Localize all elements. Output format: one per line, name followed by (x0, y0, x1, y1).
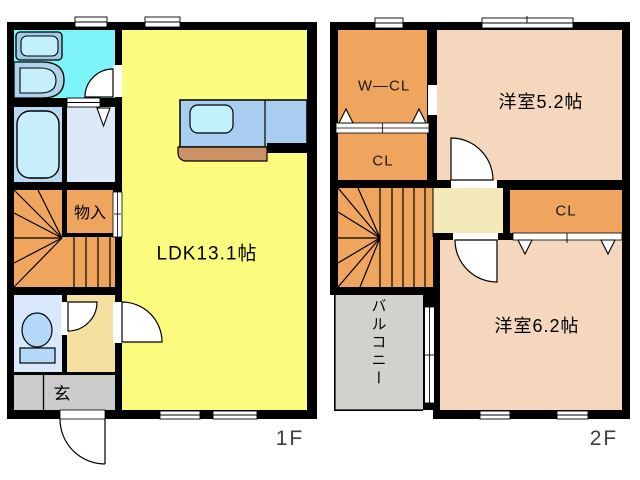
window-1f-top-right (144, 16, 181, 28)
wcl-label: W―CL (357, 77, 411, 95)
balcony-railing (334, 295, 423, 411)
cl-upper-label: CL (372, 152, 394, 170)
stairs-1f-treads (62, 237, 115, 287)
balcony-margin-left (330, 295, 334, 419)
floor-2f-label: 2F (589, 427, 619, 450)
window-wcl-top (374, 17, 404, 29)
storage-room (67, 190, 113, 233)
changing-door-mark (96, 107, 111, 128)
cl-lower-label: CL (555, 202, 577, 220)
storage-door (112, 191, 123, 238)
bedroom-6-2-label: 洋室6.2帖 (494, 316, 580, 336)
ldk-label: LDK13.1帖 (156, 243, 258, 265)
floor-1f-label: 1F (275, 427, 305, 450)
window-bedroom-5-2-top (481, 16, 574, 29)
wcl-opening (428, 85, 437, 115)
balcony-window (424, 306, 435, 404)
bedroom-5-2-label: 洋室5.2帖 (498, 92, 584, 112)
window-ldk-bottom-right (212, 410, 258, 420)
entrance-door (59, 409, 106, 465)
closet-lower (510, 190, 622, 233)
floor-2f (330, 16, 630, 420)
stairs-1f-lines (13, 189, 111, 288)
ldk-hall-door (113, 301, 163, 343)
window-ldk-bottom-left (159, 410, 201, 420)
balcony (334, 295, 423, 411)
window-1f-top-left (74, 16, 108, 28)
toilet-door (61, 301, 98, 335)
washbasin (15, 31, 63, 61)
vanity-unit (13, 61, 65, 99)
washroom-door (84, 65, 122, 98)
wcl-closet-doors (335, 107, 430, 134)
counter-wall-stub (267, 143, 307, 153)
entrance-label: 玄 (53, 384, 71, 404)
bathtub (16, 110, 60, 179)
balcony-margin-bottom (334, 411, 423, 420)
window-bedroom-6-2-bottom-left (479, 410, 511, 420)
bedroom-6-2-door (453, 233, 498, 283)
hallway-2f (433, 188, 503, 233)
toilet-fixture (19, 312, 56, 364)
cl-lower-doors (512, 232, 623, 256)
stairs-2f-lines (337, 187, 434, 288)
changing-room (67, 107, 115, 182)
floor-1f (7, 16, 317, 465)
balcony-label: バルコニー (369, 298, 387, 388)
entrance-area (14, 375, 115, 410)
kitchen-sink (189, 104, 234, 134)
counter-front (177, 146, 268, 162)
storage-label: 物入 (73, 205, 107, 222)
closet-upper (338, 133, 427, 180)
window-bedroom-6-2-bottom-right (556, 410, 589, 420)
bedroom-5-2-door (450, 137, 497, 188)
bath-sliding-door (66, 97, 101, 108)
walk-in-closet (338, 30, 427, 123)
ldk-room (122, 30, 307, 410)
kitchen-counter (177, 99, 308, 162)
